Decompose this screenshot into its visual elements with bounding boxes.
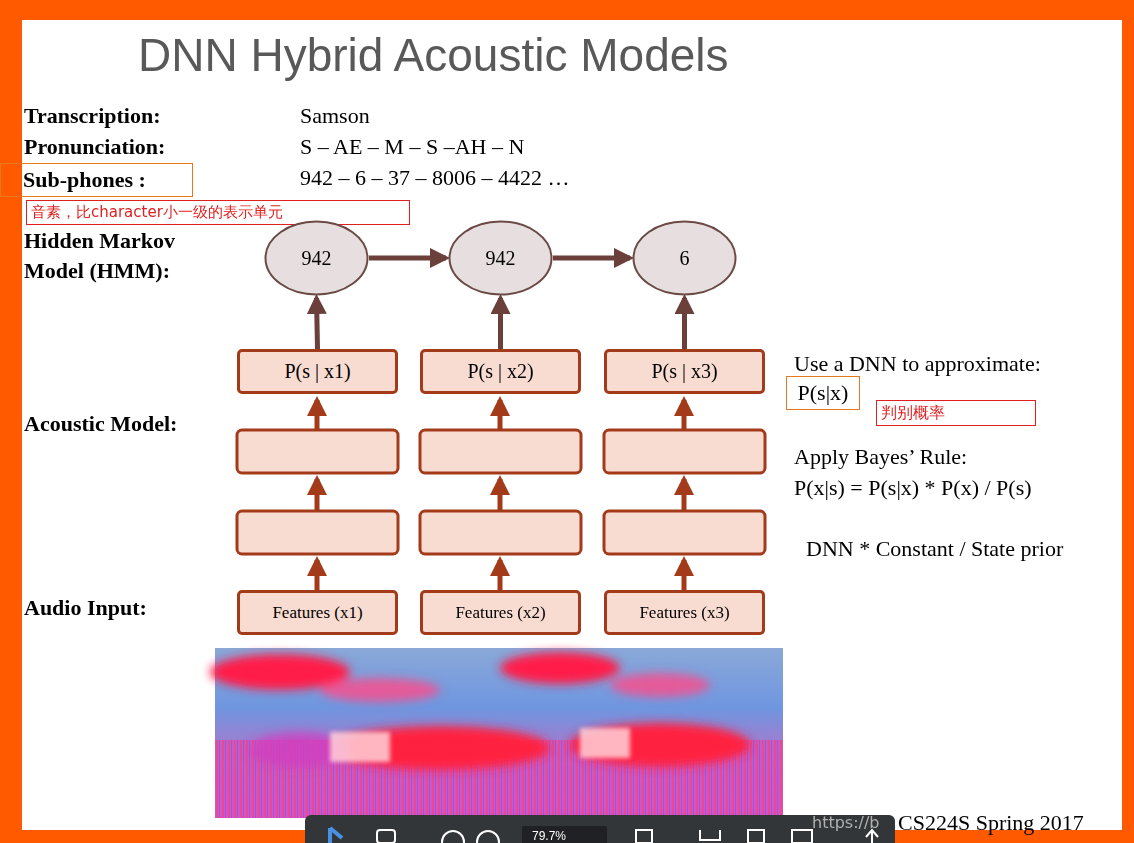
node-text: Features (x1) [272,603,362,623]
row-label: Audio Input: [24,595,147,621]
zoom-value: 79.7% [532,829,566,843]
node-text: P(s|x) [798,380,849,406]
node-text: 音素，比character小一级的表示单元 [31,203,283,222]
formula-text: P(x|s) = P(s|x) * P(x) / P(s) [794,475,1032,501]
footer-text: CS224S Spring 2017 [898,810,1084,836]
row-value: 942 – 6 – 37 – 8006 – 4422 … [300,165,570,191]
node-text: Features (x2) [455,603,545,623]
node-text: P(s | x2) [467,360,533,383]
node-text: Sub-phones : [23,167,146,193]
connector-arrow [553,256,630,261]
node-text: 942 [302,247,332,270]
node-text: P(s | x1) [284,360,350,383]
node-text: 判别概率 [881,403,945,424]
output-layer: P(s | x2) [420,349,581,394]
row-label: Transcription: [24,103,160,129]
hmm-state: 942 [264,220,369,296]
node-text: 6 [680,247,690,270]
output-layer: P(s | x1) [237,349,398,394]
row-label: Hidden Markov Model (HMM): [24,226,224,286]
slide-title: DNN Hybrid Acoustic Models [138,28,729,82]
row-value: S – AE – M – S –AH – N [300,134,524,160]
feature-input: Features (x1) [237,590,398,635]
annotation-note: 音素，比character小一级的表示单元 [26,200,410,225]
output-layer: P(s | x3) [604,349,765,394]
feature-input: Features (x3) [604,590,765,635]
hidden-layer-boxes [237,430,765,554]
watermark: https://b [812,813,880,832]
hmm-state: 6 [632,220,737,296]
spectrogram [210,648,783,818]
row-label: Pronunciation: [24,134,165,160]
annotated-label: Sub-phones : [0,163,193,197]
viewer-toolbar [305,815,895,843]
formula-text: DNN * Constant / State prior [806,536,1063,562]
connector-arrow [369,256,446,261]
row-label: Acoustic Model: [24,411,177,437]
node-text: Features (x3) [639,603,729,623]
note-text: Use a DNN to approximate: [794,351,1041,377]
layer-arrows [317,400,684,590]
node-text: P(s | x3) [651,360,717,383]
annotated-term: P(s|x) [786,376,860,410]
row-value: Samson [300,103,370,129]
note-text: Apply Bayes’ Rule: [794,444,967,470]
connector-arrow [682,298,687,349]
connector-arrow [317,298,318,349]
annotation-note: 判别概率 [876,400,1036,426]
connector-arrow [498,298,503,349]
feature-input: Features (x2) [420,590,581,635]
node-text: 942 [486,247,516,270]
hmm-state: 942 [448,220,553,296]
